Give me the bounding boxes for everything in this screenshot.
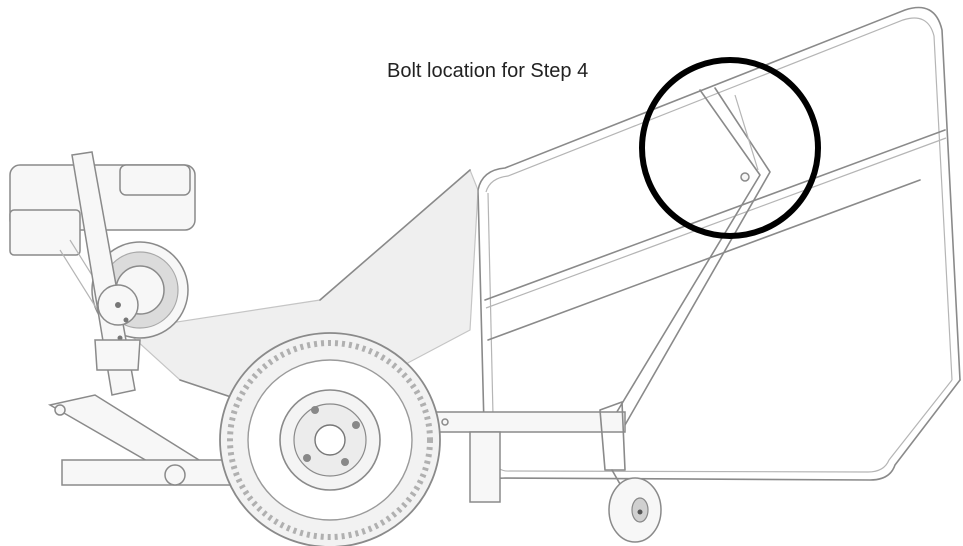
pivot-arm (71, 151, 141, 396)
tow-bar (434, 411, 626, 503)
main-wheel (219, 332, 441, 546)
callout-label: Bolt location for Step 4 (387, 60, 589, 82)
bolt-hole (740, 172, 750, 182)
callout-circle (639, 57, 821, 239)
caster-wheel (599, 401, 662, 543)
handle-strut (611, 87, 771, 426)
